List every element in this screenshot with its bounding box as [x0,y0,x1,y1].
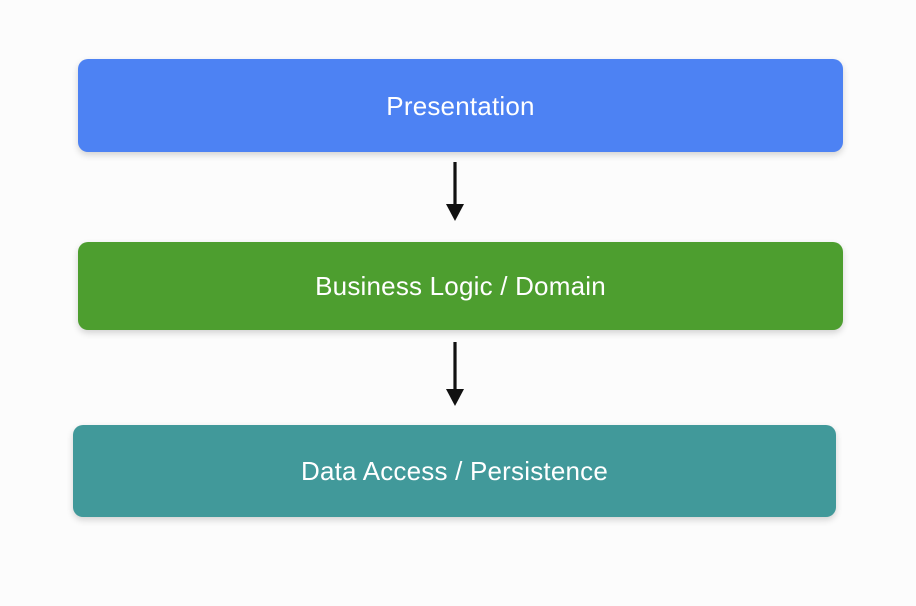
arrow-down-icon [446,342,464,406]
node-data-access-label: Data Access / Persistence [300,456,609,486]
arrow-down-icon [446,162,464,221]
node-business-logic-label: Business Logic / Domain [315,271,606,301]
arrow-head [446,204,464,221]
edge-presentation-to-business [437,160,473,222]
edge-business-to-data [437,340,473,408]
node-data-access[interactable]: Data Access / Persistence [73,425,836,517]
node-presentation[interactable]: Presentation [78,59,843,152]
node-presentation-label: Presentation [386,90,535,121]
arrow-head [446,389,464,406]
node-business-logic[interactable]: Business Logic / Domain [78,242,843,330]
